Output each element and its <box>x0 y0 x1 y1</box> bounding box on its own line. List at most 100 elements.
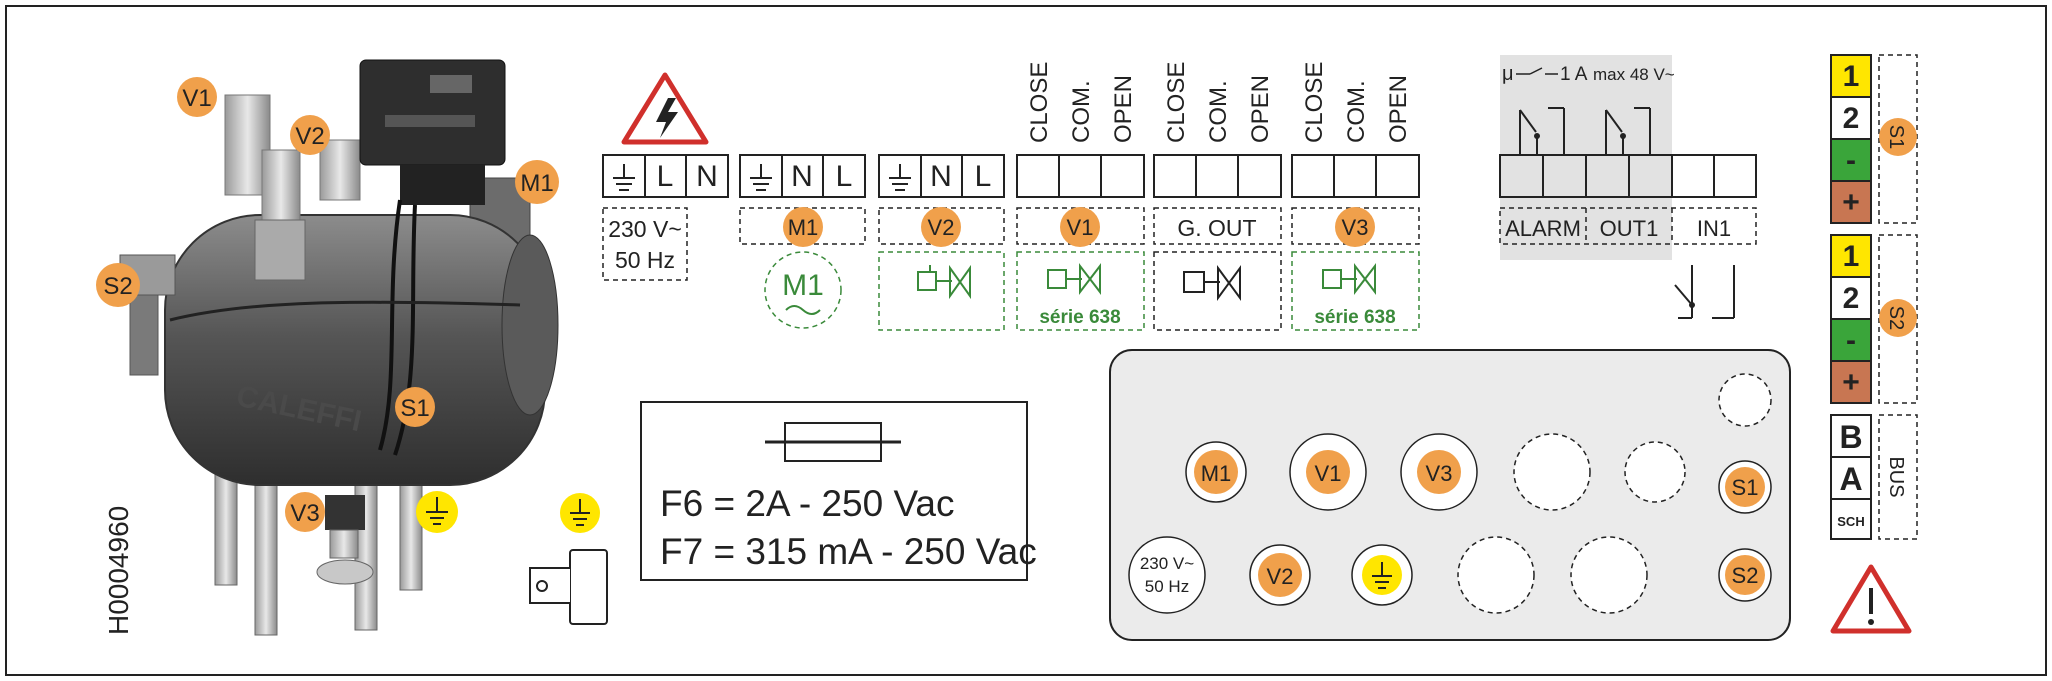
svg-text:-: - <box>1846 324 1856 357</box>
gland-label-s2: S2 <box>1732 563 1759 588</box>
svg-text:L: L <box>657 160 674 193</box>
bus-terminal: B A SCH BUS <box>1830 414 1918 540</box>
fuse-info-box: F6 = 2A - 250 Vac F7 = 315 mA - 250 Vac <box>640 401 1037 581</box>
svg-text:2: 2 <box>1843 282 1860 315</box>
tank-body <box>164 214 546 486</box>
ground-icon <box>889 164 911 191</box>
motorized-valve-icon <box>917 264 971 300</box>
gland-label-supply-1: 230 V~ <box>1140 554 1194 573</box>
relay-out1-label: OUT1 <box>1600 216 1659 241</box>
valve-icon <box>1183 264 1241 302</box>
svg-text:M1: M1 <box>520 170 553 197</box>
column-label: COM. <box>1343 80 1370 143</box>
knockout-hole <box>1570 536 1648 614</box>
fuse-icon <box>765 422 901 462</box>
svg-text:N: N <box>930 160 952 193</box>
ground-icon <box>613 164 635 191</box>
tag-gout: G. OUT <box>1177 215 1256 241</box>
svg-text:1: 1 <box>1843 240 1860 273</box>
tag-m1: M1 <box>783 207 823 247</box>
svg-text:A: A <box>1839 461 1862 497</box>
bus-tag: BUS <box>1885 456 1907 497</box>
device-badge-s2: S2 <box>96 263 140 307</box>
series-label-v1: série 638 <box>1039 307 1120 328</box>
device-ground-icon <box>416 491 458 533</box>
column-label: OPEN <box>1247 75 1274 143</box>
sensor-terminal-s1: 1 2 - + S1 <box>1830 54 1918 224</box>
sensor-tag-s2: S2 <box>1885 306 1907 330</box>
relay-section: μ 1 A max 48 V~ <box>1499 55 1757 319</box>
column-label: CLOSE <box>1163 62 1190 143</box>
column-label: OPEN <box>1385 75 1412 143</box>
svg-text:V2: V2 <box>295 123 324 150</box>
svg-text:S2: S2 <box>103 273 132 300</box>
device-badge-m1: M1 <box>515 160 559 204</box>
gland-label-v2: V2 <box>1267 564 1294 589</box>
ground-tab-icon <box>529 549 608 625</box>
gland-supply <box>1128 536 1206 614</box>
knockout-hole <box>1624 441 1686 503</box>
gland-label-m1: M1 <box>1201 461 1232 486</box>
input-in1-label: IN1 <box>1697 216 1731 241</box>
svg-text:V2: V2 <box>928 215 955 240</box>
general-warning-icon <box>1830 564 1912 634</box>
svg-text:M1: M1 <box>788 215 819 240</box>
svg-text:+: + <box>1842 366 1860 399</box>
device-badge-v1: V1 <box>177 77 217 117</box>
sensor-tag-s1: S1 <box>1885 125 1907 149</box>
svg-text:L: L <box>975 160 992 193</box>
svg-text:2: 2 <box>1843 102 1860 135</box>
relay-rating-current: 1 A <box>1560 64 1588 85</box>
svg-text:L: L <box>836 160 853 193</box>
ground-icon <box>750 164 772 191</box>
terminal-block-v3: CLOSE COM. OPEN <box>1291 62 1420 198</box>
gland-label-s1: S1 <box>1732 475 1759 500</box>
column-label: OPEN <box>1110 75 1137 143</box>
tag-box-gout <box>1153 207 1282 245</box>
device-badge-v3: V3 <box>285 492 325 532</box>
motor-symbol-icon: M1 <box>764 251 842 329</box>
column-label: CLOSE <box>1026 62 1053 143</box>
relay-alarm-label: ALARM <box>1505 216 1581 241</box>
terminal-block-v1: CLOSE COM. OPEN <box>1016 62 1145 198</box>
fuse-f7-label: F7 = 315 mA - 250 Vac <box>660 531 1037 572</box>
series-label-v3: série 638 <box>1314 307 1395 328</box>
column-label: CLOSE <box>1301 62 1328 143</box>
gland-label-v1: V1 <box>1315 461 1342 486</box>
column-label: COM. <box>1205 80 1232 143</box>
gland-label-v3: V3 <box>1426 461 1453 486</box>
svg-text:N: N <box>696 160 718 193</box>
svg-text:V1: V1 <box>1067 215 1094 240</box>
valve-box-v1 <box>1016 251 1145 331</box>
motorized-valve-icon <box>1047 263 1101 295</box>
fuse-f6-label: F6 = 2A - 250 Vac <box>660 483 954 524</box>
supply-label-box: 230 V~ 50 Hz <box>602 207 688 281</box>
tag-v2: V2 <box>921 207 961 247</box>
svg-text:V3: V3 <box>290 500 319 527</box>
svg-text:1: 1 <box>1843 60 1860 93</box>
svg-text:μ: μ <box>1502 63 1514 85</box>
svg-text:SCH: SCH <box>1837 514 1864 529</box>
device-badge-s1: S1 <box>395 387 435 427</box>
column-label: COM. <box>1068 80 1095 143</box>
svg-text:M1: M1 <box>782 269 824 302</box>
svg-text:230 V~: 230 V~ <box>608 216 682 242</box>
ground-icon <box>560 493 600 533</box>
tag-v3: V3 <box>1335 207 1375 247</box>
relay-contact-icon <box>1519 107 1565 155</box>
gland-label-supply-2: 50 Hz <box>1145 577 1189 596</box>
cable-entry-panel: M1 V1 V3 S1 230 V~ 50 Hz V2 S2 <box>1109 349 1791 641</box>
device-illustration: CALEFFI V1 V2 M1 <box>96 59 559 636</box>
svg-text:S1: S1 <box>400 395 429 422</box>
device-badge-v2: V2 <box>290 115 330 155</box>
svg-text:B: B <box>1839 419 1862 455</box>
svg-text:N: N <box>791 160 813 193</box>
knockout-hole <box>1457 536 1535 614</box>
relay-rating-voltage: max 48 V~ <box>1593 65 1675 84</box>
sensor-terminal-s2: 1 2 - + S2 <box>1830 234 1918 404</box>
svg-text:V3: V3 <box>1342 215 1369 240</box>
svg-text:50 Hz: 50 Hz <box>615 247 675 273</box>
knockout-hole <box>1718 373 1772 427</box>
input-switch-icon <box>1674 265 1735 319</box>
